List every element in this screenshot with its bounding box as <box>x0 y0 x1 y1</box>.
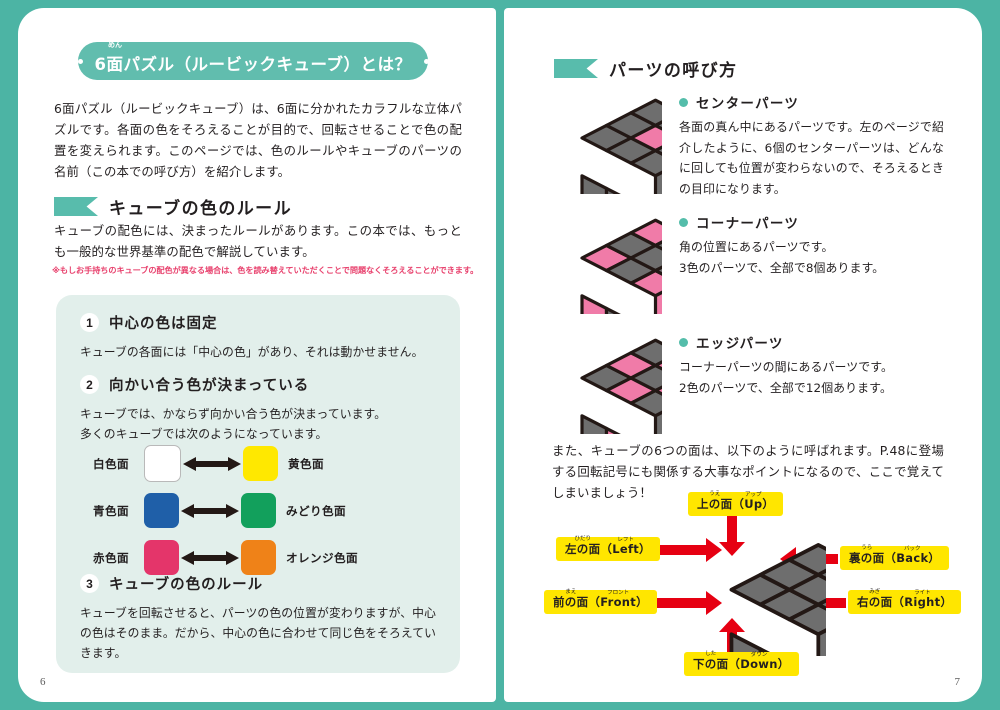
pair-right-label: オレンジ色面 <box>286 550 358 565</box>
part-edge-title: エッジパーツ <box>679 332 944 352</box>
pair-right-swatch <box>243 446 278 481</box>
bullet-icon <box>679 97 688 107</box>
rule-2-title: 向かい合う色が決まっている <box>109 378 310 394</box>
pair-right-label: みどり色面 <box>286 503 346 518</box>
part-center-title: センターパーツ <box>679 92 944 112</box>
title-dot-right-icon <box>423 58 429 64</box>
opposite-color-pairs: 白色面 黄色面 青色面 みどり色面 赤色面 <box>78 440 438 581</box>
color-pair-row: 赤色面 オレンジ色面 <box>78 534 438 581</box>
part-center-body: 各面の真ん中にあるパーツです。左のページで紹介したように、6個のセンターパーツは… <box>679 120 944 196</box>
bullet-icon <box>679 337 688 347</box>
rule-1-number: 1 <box>80 313 99 332</box>
right-page-number: 7 <box>954 676 961 688</box>
cube-illustration-faces <box>696 528 908 710</box>
rule-2-number: 2 <box>80 375 99 394</box>
flag-banner-icon <box>554 59 598 78</box>
pair-left-swatch <box>144 445 181 482</box>
rule-3-heading: 3 キューブの色のルール <box>80 573 263 594</box>
double-arrow-icon <box>179 540 241 575</box>
double-arrow-icon <box>179 493 241 528</box>
pair-left-swatch <box>144 540 179 575</box>
color-pair-row: 白色面 黄色面 <box>78 440 438 487</box>
pair-left-label: 白色面 <box>93 456 129 471</box>
cube-illustration-center <box>552 86 731 289</box>
intro-paragraph: 6面パズル（ルービックキューブ）は、6面に分かれたカラフルな立体パズルです。各面… <box>54 101 462 179</box>
rule-3-number: 3 <box>80 574 99 593</box>
double-arrow-icon <box>181 446 243 481</box>
cube-illustration-edge <box>552 326 731 529</box>
pair-left-swatch <box>144 493 179 528</box>
pair-left-label: 青色面 <box>93 503 129 518</box>
rules-box: 1 中心の色は固定 キューブの各面には「中心の色」があり、それは動かせません。 … <box>56 295 460 673</box>
color-rule-heading-text: キューブの色のルール <box>109 199 292 219</box>
title-ruby: めん <box>107 41 122 49</box>
part-corner-body: 角の位置にあるパーツです。 3色のパーツで、全部で8個あります。 <box>679 240 885 275</box>
part-edge: エッジパーツ コーナーパーツの間にあるパーツです。 2色のパーツで、全部で12個… <box>679 332 944 398</box>
parts-heading: パーツの呼び方 <box>554 56 737 81</box>
part-corner: コーナーパーツ 角の位置にあるパーツです。 3色のパーツで、全部で8個あります。 <box>679 212 944 278</box>
color-warning-note: ※もしお手持ちのキューブの配色が異なる場合は、色を読み替えていただくことで問題な… <box>52 265 479 275</box>
rule-1-title: 中心の色は固定 <box>109 316 218 332</box>
color-rule-heading: キューブの色のルール <box>54 194 292 219</box>
rule-3-title: キューブの色のルール <box>109 577 264 593</box>
rule-1-heading: 1 中心の色は固定 <box>80 312 218 333</box>
part-center: センターパーツ 各面の真ん中にあるパーツです。左のページで紹介したように、6個の… <box>679 92 944 199</box>
rule-1-body: キューブの各面には「中心の色」があり、それは動かせません。 <box>80 345 424 359</box>
parts-heading-text: パーツの呼び方 <box>609 61 738 81</box>
pair-right-label: 黄色面 <box>288 456 324 471</box>
part-edge-body: コーナーパーツの間にあるパーツです。 2色のパーツで、全部で12個あります。 <box>679 360 894 395</box>
cube-illustration-corner <box>552 206 731 409</box>
bullet-icon <box>679 217 688 227</box>
pair-right-swatch <box>241 540 276 575</box>
color-rule-paragraph: キューブの配色には、決まったルールがあります。この本では、もっとも一般的な世界基… <box>54 223 462 259</box>
pair-left-label: 赤色面 <box>93 550 129 565</box>
rule-2-body: キューブでは、かならず向かい合う色が決まっています。 多くのキューブでは次のよう… <box>80 407 387 441</box>
rule-3-body: キューブを回転させると、パーツの色の位置が変わりますが、中心の色はそのまま。だか… <box>80 606 436 660</box>
color-pair-row: 青色面 みどり色面 <box>78 487 438 534</box>
rule-2-heading: 2 向かい合う色が決まっている <box>80 374 309 395</box>
title-dot-left-icon <box>77 58 83 64</box>
right-page: パーツの呼び方 センターパーツ 各面の真ん中にあるパーツです。左のページで紹介し… <box>504 8 982 702</box>
flag-banner-icon <box>54 197 98 216</box>
pair-right-swatch <box>241 493 276 528</box>
left-page-number: 6 <box>40 676 46 688</box>
closing-paragraph: また、キューブの6つの面は、以下のように呼ばれます。P.48に登場する回転記号に… <box>552 443 944 500</box>
part-corner-title: コーナーパーツ <box>679 212 944 232</box>
